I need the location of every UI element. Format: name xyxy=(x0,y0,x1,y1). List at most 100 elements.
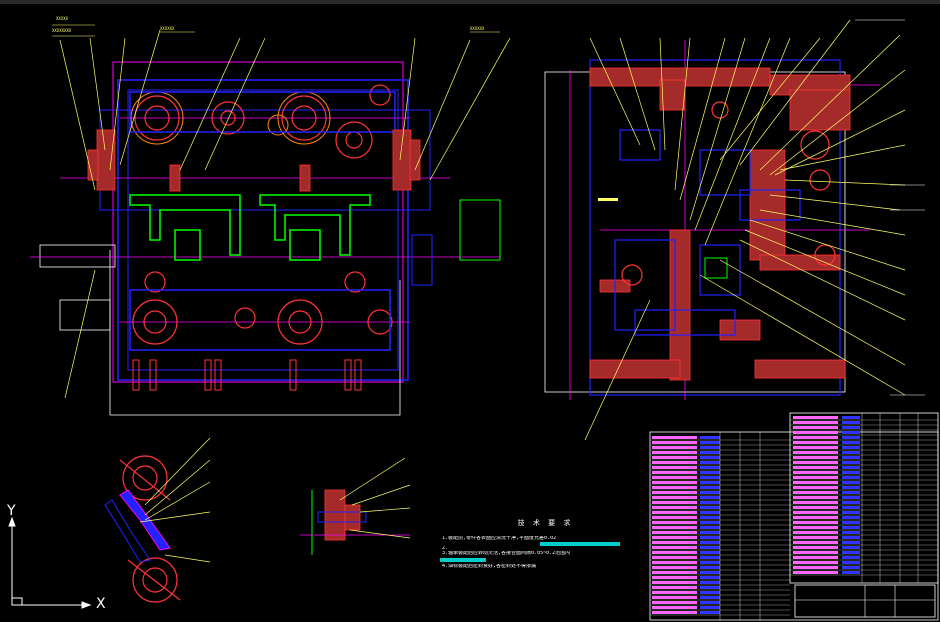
ucs-icon xyxy=(8,516,92,609)
ucs-y-label: Y xyxy=(7,503,16,519)
parts-list-table xyxy=(649,412,939,621)
parts-row-code xyxy=(700,546,720,549)
parts-row-code xyxy=(700,606,720,609)
parts-row-code xyxy=(700,506,720,509)
parts-row-code xyxy=(700,486,720,489)
parts-row-code xyxy=(700,591,720,594)
parts-row-code xyxy=(842,496,860,499)
parts-row-fill xyxy=(652,446,697,449)
parts-row-code xyxy=(700,451,720,454)
parts-row-code xyxy=(842,426,860,429)
parts-row-fill xyxy=(793,521,838,524)
parts-row-code xyxy=(700,581,720,584)
parts-row-fill xyxy=(652,461,697,464)
parts-row-fill xyxy=(652,556,697,559)
parts-row-fill xyxy=(793,421,838,424)
svg-text:XXXXXX: XXXXXX xyxy=(470,26,485,31)
parts-row-code xyxy=(842,491,860,494)
parts-row-fill xyxy=(652,586,697,589)
detail-view-shift-fork xyxy=(104,437,211,603)
parts-row-fill xyxy=(793,506,838,509)
parts-row-fill xyxy=(652,491,697,494)
parts-row-fill xyxy=(793,451,838,454)
parts-row-fill xyxy=(793,461,838,464)
parts-row-fill xyxy=(652,441,697,444)
parts-row-code xyxy=(700,611,720,614)
parts-row-code xyxy=(700,516,720,519)
parts-row-code xyxy=(700,596,720,599)
parts-row-code xyxy=(842,526,860,529)
parts-row-fill xyxy=(652,531,697,534)
parts-row-fill xyxy=(652,611,697,614)
tech-requirements-title: 技 术 要 求 xyxy=(517,519,573,527)
parts-row-fill xyxy=(793,531,838,534)
parts-row-code xyxy=(842,436,860,439)
svg-text:XXXXXX: XXXXXX xyxy=(160,26,175,31)
svg-text:XXXXX: XXXXX xyxy=(56,16,69,21)
parts-row-code xyxy=(700,441,720,444)
parts-row-code xyxy=(842,531,860,534)
parts-row-fill xyxy=(652,496,697,499)
ucs-x-label: X xyxy=(96,596,106,612)
parts-row-code xyxy=(700,511,720,514)
parts-row-code xyxy=(842,556,860,559)
parts-row-code xyxy=(842,551,860,554)
parts-row-fill xyxy=(793,551,838,554)
parts-row-code xyxy=(842,416,860,419)
parts-row-fill xyxy=(652,436,697,439)
parts-row-fill xyxy=(652,541,697,544)
parts-row-fill xyxy=(793,556,838,559)
parts-row-fill xyxy=(793,571,838,574)
right-gearbox-view xyxy=(544,19,925,441)
parts-row-fill xyxy=(652,456,697,459)
parts-row-fill xyxy=(652,451,697,454)
parts-row-fill xyxy=(793,536,838,539)
parts-row-code xyxy=(842,421,860,424)
parts-row-code xyxy=(842,511,860,514)
svg-text:XXXXXXXX: XXXXXXXX xyxy=(52,28,72,33)
parts-row-fill xyxy=(652,551,697,554)
parts-row-code xyxy=(842,471,860,474)
parts-row-fill xyxy=(793,566,838,569)
parts-row-fill xyxy=(793,466,838,469)
parts-row-fill xyxy=(652,561,697,564)
parts-row-code xyxy=(842,541,860,544)
parts-row-fill xyxy=(793,436,838,439)
parts-row-code xyxy=(700,491,720,494)
parts-row-code xyxy=(700,501,720,504)
parts-row-fill xyxy=(652,506,697,509)
parts-row-code xyxy=(842,516,860,519)
parts-row-code xyxy=(700,476,720,479)
parts-row-fill xyxy=(652,481,697,484)
parts-row-code xyxy=(842,566,860,569)
parts-row-fill xyxy=(652,606,697,609)
parts-row-fill xyxy=(793,426,838,429)
parts-row-fill xyxy=(793,486,838,489)
parts-row-code xyxy=(700,561,720,564)
parts-row-fill xyxy=(793,516,838,519)
parts-row-fill xyxy=(652,601,697,604)
parts-row-code xyxy=(842,521,860,524)
parts-row-code xyxy=(842,481,860,484)
parts-row-fill xyxy=(652,486,697,489)
parts-row-code xyxy=(700,556,720,559)
parts-row-code xyxy=(700,446,720,449)
tech-requirement-line-3: 3.轴承装配后应转动灵活,各接合面间隙0.05~0.2范围内 xyxy=(442,551,571,556)
parts-row-code xyxy=(700,521,720,524)
parts-row-code xyxy=(700,571,720,574)
parts-row-code xyxy=(700,496,720,499)
parts-row-code xyxy=(842,536,860,539)
parts-row-code xyxy=(700,526,720,529)
parts-row-fill xyxy=(793,511,838,514)
parts-row-code xyxy=(700,601,720,604)
parts-row-fill xyxy=(652,566,697,569)
parts-row-fill xyxy=(793,546,838,549)
parts-row-code xyxy=(700,466,720,469)
detail-view-bearing xyxy=(300,457,411,555)
parts-row-fill xyxy=(793,491,838,494)
tech-requirement-line-4: 4.油标装配后密封良好,各密封处不得渗漏 xyxy=(442,564,537,569)
parts-row-code xyxy=(842,506,860,509)
